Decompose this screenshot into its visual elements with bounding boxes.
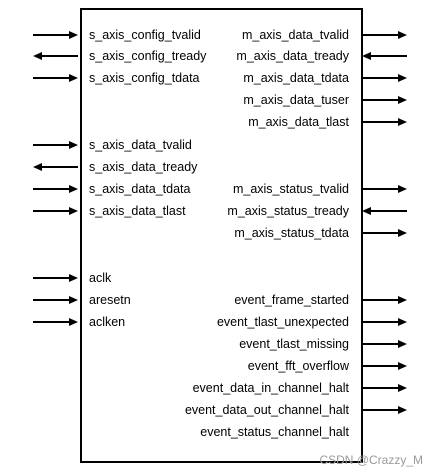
port-label-event-frame-started: event_frame_started [234, 293, 349, 307]
port-label-aclken: aclken [89, 315, 126, 329]
wire-s-axis-data-tlast [33, 207, 78, 215]
wire-m-axis-data-tvalid [362, 31, 407, 39]
port-label-s-axis-data-tready: s_axis_data_tready [89, 160, 198, 174]
wire-event-fft-overflow [362, 362, 407, 370]
wire-event-data-out-channel-halt [362, 406, 407, 414]
port-label-m-axis-data-tuser: m_axis_data_tuser [243, 93, 349, 107]
wire-aclken [33, 318, 78, 326]
port-label-s-axis-config-tready: s_axis_config_tready [89, 49, 207, 63]
port-label-event-status-channel-halt: event_status_channel_halt [200, 425, 349, 439]
wire-s-axis-data-tdata [33, 185, 78, 193]
wire-event-frame-started [362, 296, 407, 304]
port-label-m-axis-data-tvalid: m_axis_data_tvalid [241, 28, 349, 42]
port-label-event-tlast-missing: event_tlast_missing [239, 337, 349, 351]
ip-block [80, 8, 363, 463]
wire-m-axis-data-tuser [362, 96, 407, 104]
wire-aclk [33, 274, 78, 282]
port-label-s-axis-data-tdata: s_axis_data_tdata [89, 182, 191, 196]
wire-m-axis-status-tready [362, 207, 407, 215]
port-label-event-fft-overflow: event_fft_overflow [247, 359, 349, 373]
wire-event-tlast-unexpected [362, 318, 407, 326]
port-label-m-axis-status-tdata: m_axis_status_tdata [234, 226, 349, 240]
wire-event-data-in-channel-halt [362, 384, 407, 392]
wire-s-axis-config-tvalid [33, 31, 78, 39]
port-label-m-axis-data-tready: m_axis_data_tready [236, 49, 349, 63]
port-label-m-axis-status-tvalid: m_axis_status_tvalid [232, 182, 349, 196]
port-label-s-axis-data-tlast: s_axis_data_tlast [89, 204, 186, 218]
port-label-s-axis-data-tvalid: s_axis_data_tvalid [89, 138, 192, 152]
port-label-m-axis-data-tdata: m_axis_data_tdata [243, 71, 349, 85]
wire-s-axis-config-tdata [33, 74, 78, 82]
port-label-aclk: aclk [89, 271, 112, 285]
wire-s-axis-config-tready [33, 52, 78, 60]
port-label-s-axis-config-tdata: s_axis_config_tdata [89, 71, 200, 85]
wire-m-axis-status-tvalid [362, 185, 407, 193]
port-label-s-axis-config-tvalid: s_axis_config_tvalid [89, 28, 201, 42]
wire-s-axis-data-tvalid [33, 141, 78, 149]
wire-event-tlast-missing [362, 340, 407, 348]
watermark: CSDN @Crazzy_M [319, 453, 423, 467]
port-label-aresetn: aresetn [89, 293, 131, 307]
port-label-event-data-out-channel-halt: event_data_out_channel_halt [184, 403, 349, 417]
wire-aresetn [33, 296, 78, 304]
wire-s-axis-data-tready [33, 163, 78, 171]
wire-m-axis-data-tdata [362, 74, 407, 82]
port-label-m-axis-data-tlast: m_axis_data_tlast [248, 115, 349, 129]
wire-m-axis-status-tdata [362, 229, 407, 237]
port-label-event-tlast-unexpected: event_tlast_unexpected [216, 315, 349, 329]
wire-m-axis-data-tlast [362, 118, 407, 126]
port-label-m-axis-status-tready: m_axis_status_tready [227, 204, 349, 218]
wire-m-axis-data-tready [362, 52, 407, 60]
port-label-event-data-in-channel-halt: event_data_in_channel_halt [192, 381, 349, 395]
